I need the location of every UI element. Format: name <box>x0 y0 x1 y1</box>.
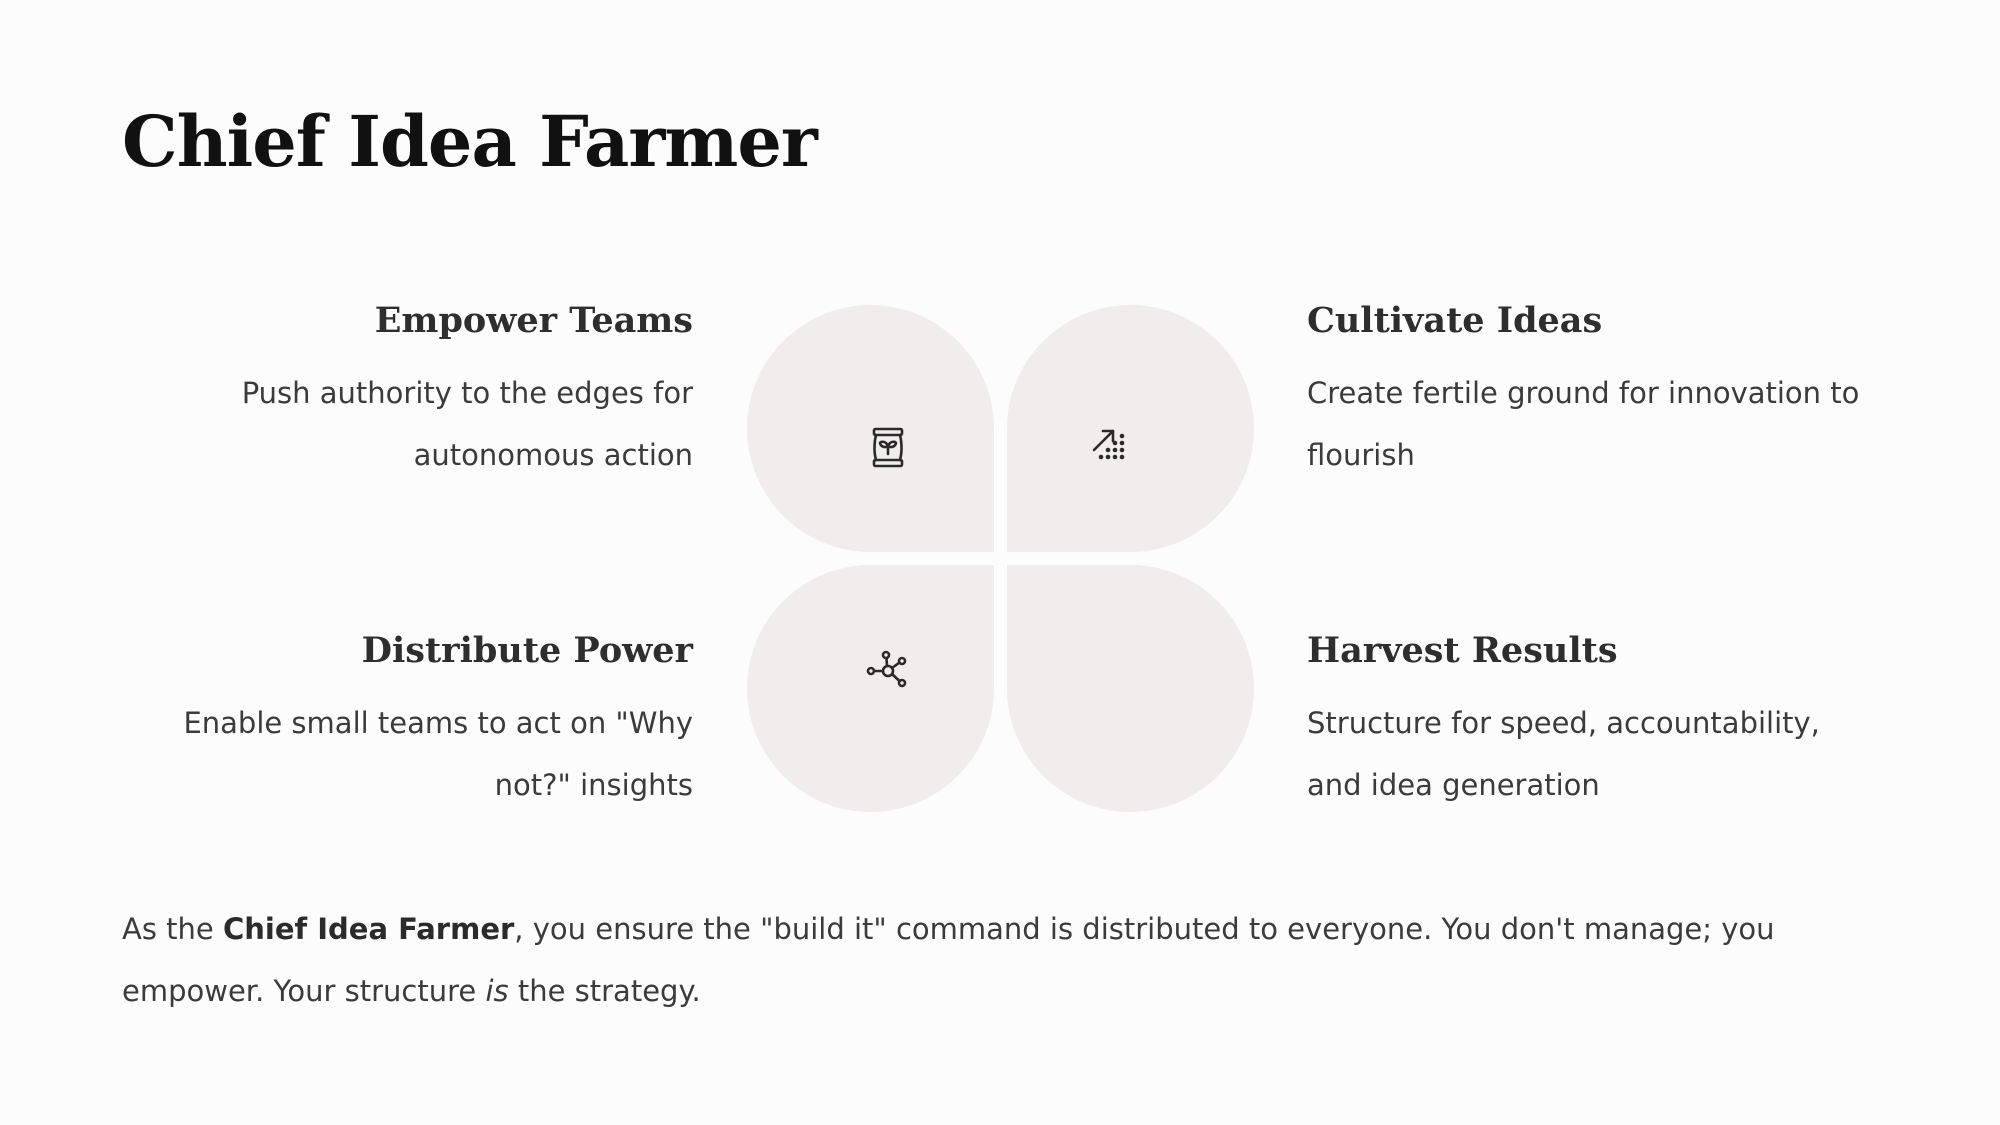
clover-petal-bottom-right <box>1007 565 1254 812</box>
quadrant-body: Push authority to the edges for autonomo… <box>241 376 693 472</box>
four-leaf-clover-diagram <box>747 305 1254 812</box>
quadrant-cultivate-ideas: Cultivate Ideas Create fertile ground fo… <box>1307 296 1867 486</box>
quadrant-heading: Harvest Results <box>1307 630 1618 671</box>
summary-emphasis-bold: Chief Idea Farmer <box>222 912 515 946</box>
summary-text: the strategy. <box>508 974 701 1008</box>
quadrant-empower-teams: Empower Teams Push authority to the edge… <box>133 296 693 486</box>
seed-packet-icon <box>864 423 912 471</box>
summary-paragraph: As the Chief Idea Farmer, you ensure the… <box>122 898 1912 1022</box>
quadrant-body: Create fertile ground for innovation to … <box>1307 376 1860 472</box>
quadrant-heading: Cultivate Ideas <box>1307 300 1603 341</box>
clover-petal-bottom-left <box>747 565 994 812</box>
quadrant-body: Structure for speed, accountability, and… <box>1307 706 1820 802</box>
summary-emphasis-italic: is <box>485 974 509 1008</box>
clover-petal-top-left <box>747 305 994 552</box>
quadrant-heading: Empower Teams <box>374 300 693 341</box>
quadrant-heading: Distribute Power <box>361 630 693 671</box>
quadrant-body: Enable small teams to act on "Why not?" … <box>183 706 693 802</box>
network-nodes-icon <box>864 647 912 695</box>
summary-text: , you ensure the "build it" command is d… <box>122 912 1775 1008</box>
summary-text: As the <box>122 912 223 946</box>
slide-title: Chief Idea Farmer <box>122 100 818 183</box>
quadrant-distribute-power: Distribute Power Enable small teams to a… <box>133 626 693 816</box>
clover-petal-top-right <box>1007 305 1254 552</box>
quadrant-harvest-results: Harvest Results Structure for speed, acc… <box>1307 626 1867 816</box>
growth-arrow-dots-icon <box>1088 422 1136 470</box>
